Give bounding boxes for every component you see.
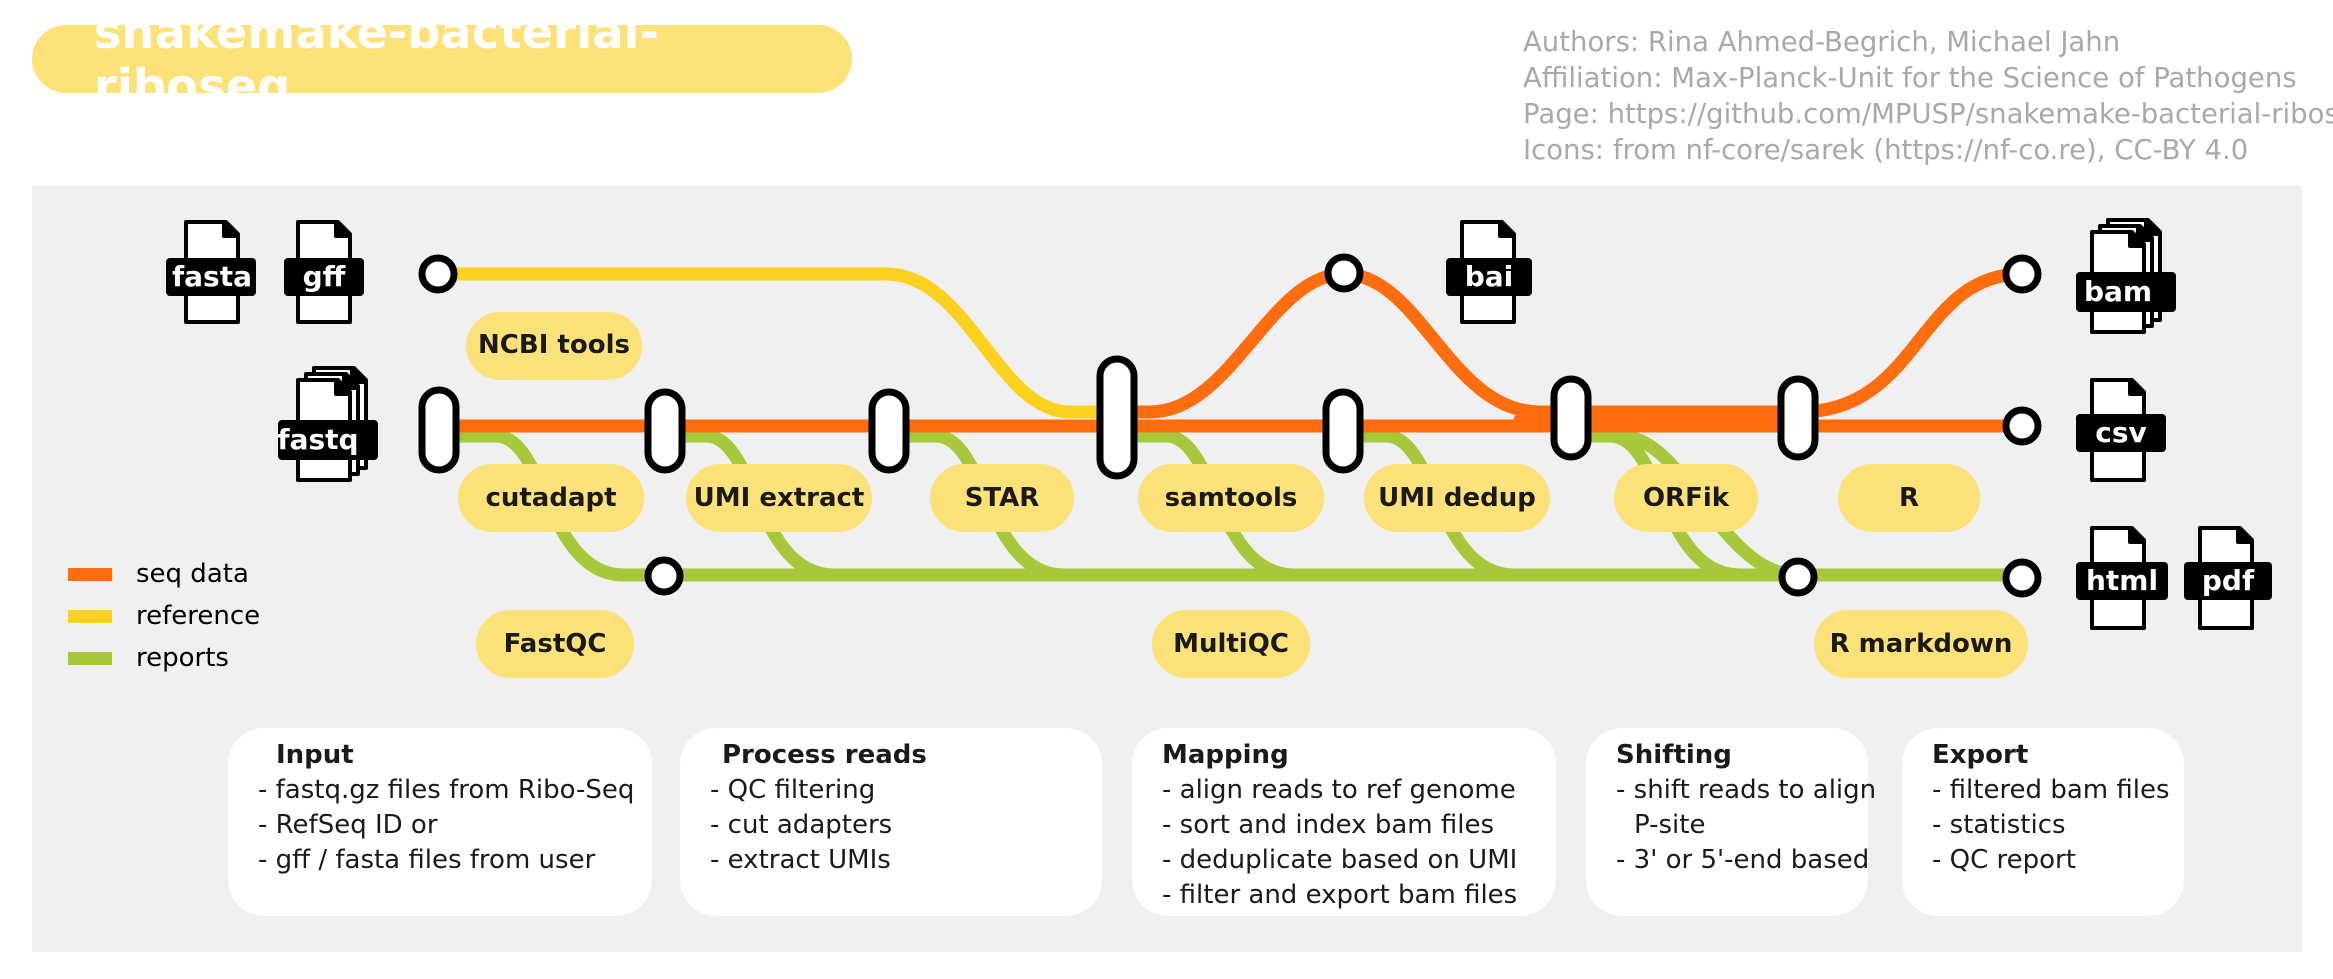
tool-fastqc: FastQC — [476, 610, 634, 678]
stage-process-reads-line: - extract UMIs — [710, 845, 891, 875]
legend-swatch-reports — [68, 651, 112, 665]
html-file-icon: html — [2076, 526, 2168, 630]
stage-process-reads-title: Process reads — [722, 740, 927, 770]
stage-export-line: - QC report — [1932, 845, 2076, 875]
credits-page: Page: https://github.com/MPUSP/snakemake… — [1523, 98, 2333, 130]
legend-item-reports: reports — [68, 637, 260, 679]
credits-affiliation: Affiliation: Max-Planck-Unit for the Sci… — [1523, 62, 2297, 94]
csv-file-icon: csv — [2076, 378, 2166, 482]
tool-umi-extract-label: UMI extract — [694, 483, 865, 513]
gff-label: gff — [303, 260, 346, 293]
stage-shifting-line: - shift reads to align — [1616, 775, 1877, 805]
stage-mapping-line: - sort and index bam files — [1162, 810, 1494, 840]
legend: seq data reference reports — [68, 553, 260, 679]
stage-shifting-line: - 3' or 5'-end based — [1616, 845, 1870, 875]
stage-process-reads-line: - cut adapters — [710, 810, 893, 840]
tool-star: STAR — [930, 464, 1074, 532]
tool-orfik-label: ORFik — [1643, 483, 1730, 513]
fasta-file-icon: fasta — [166, 220, 256, 324]
bai-file-icon: bai — [1446, 220, 1532, 324]
file-icons: fasta gff fastq bai bam — [166, 218, 2272, 630]
fasta-label: fasta — [172, 260, 252, 293]
tool-cutadapt: cutadapt — [458, 464, 644, 532]
credits-authors: Authors: Rina Ahmed-Begrich, Michael Jah… — [1523, 26, 2121, 58]
stage-mapping-line: - deduplicate based on UMI — [1162, 845, 1518, 875]
stage-export-line: - statistics — [1932, 810, 2066, 840]
legend-item-seq-data: seq data — [68, 553, 260, 595]
csv-label: csv — [2095, 416, 2147, 449]
tool-cutadapt-label: cutadapt — [485, 483, 616, 513]
tool-r-label: R — [1899, 483, 1919, 513]
tool-umi-dedup: UMI dedup — [1364, 464, 1550, 532]
html-label: html — [2086, 564, 2158, 597]
stage-process-reads-box: Process reads - QC filtering - cut adapt… — [680, 728, 1102, 916]
legend-swatch-seq-data — [68, 567, 112, 581]
fastq-label: fastq — [277, 423, 358, 456]
tool-r: R — [1838, 464, 1980, 532]
stage-export-title: Export — [1932, 740, 2029, 770]
stage-mapping-box: Mapping - align reads to ref genome - so… — [1132, 728, 1556, 916]
legend-label-reports: reports — [136, 643, 229, 673]
tool-umi-extract: UMI extract — [686, 464, 872, 532]
legend-item-reference: reference — [68, 595, 260, 637]
stage-shifting-title: Shifting — [1616, 740, 1732, 770]
stage-input-box: Input - fastq.gz files from Ribo-Seq - R… — [228, 728, 652, 916]
stage-input-title: Input — [276, 740, 354, 770]
fastq-file-icon: fastq — [277, 366, 378, 482]
tool-samtools: samtools — [1138, 464, 1324, 532]
bam-label: bam — [2084, 275, 2152, 308]
tool-pills: NCBI tools cutadapt UMI extract STAR sam… — [458, 312, 2028, 678]
credits-icons: Icons: from nf-core/sarek (https://nf-co… — [1523, 134, 2249, 166]
gff-file-icon: gff — [284, 220, 364, 324]
title-banner: snakemake-bacterial-riboseq — [32, 5, 852, 113]
stage-export-line: - filtered bam files — [1932, 775, 2170, 805]
bam-file-icon: bam — [2076, 218, 2176, 334]
legend-label-reference: reference — [136, 601, 261, 631]
tool-multiqc-label: MultiQC — [1173, 629, 1289, 659]
stage-mapping-line: - filter and export bam files — [1162, 880, 1518, 910]
stage-input-line: - RefSeq ID or — [258, 810, 438, 840]
stage-input-line: - fastq.gz files from Ribo-Seq — [258, 775, 635, 805]
tool-orfik: ORFik — [1614, 464, 1758, 532]
stage-mapping-title: Mapping — [1162, 740, 1289, 770]
pdf-label: pdf — [2202, 564, 2255, 597]
bai-label: bai — [1465, 260, 1514, 293]
stage-shifting-line: P-site — [1634, 810, 1706, 840]
stage-export-box: Export - filtered bam files - statistics… — [1902, 728, 2184, 916]
tool-samtools-label: samtools — [1165, 483, 1298, 513]
tool-fastqc-label: FastQC — [504, 629, 607, 659]
pdf-file-icon: pdf — [2184, 526, 2272, 630]
page-title: snakemake-bacterial-riboseq — [94, 5, 660, 113]
tool-ncbi-tools-label: NCBI tools — [478, 330, 630, 360]
stations — [418, 253, 2042, 598]
legend-swatch-reference — [68, 609, 112, 623]
tool-r-markdown-label: R markdown — [1830, 629, 2013, 659]
tool-star-label: STAR — [965, 483, 1040, 513]
stage-process-reads-line: - QC filtering — [710, 775, 876, 805]
stage-input-line: - gff / fasta files from user — [258, 845, 596, 875]
tool-ncbi-tools: NCBI tools — [466, 312, 642, 380]
stage-mapping-line: - align reads to ref genome — [1162, 775, 1516, 805]
reference-line — [431, 267, 1123, 419]
legend-label-seq-data: seq data — [136, 559, 249, 589]
stage-shifting-box: Shifting - shift reads to align P-site -… — [1586, 728, 1877, 916]
tool-r-markdown: R markdown — [1814, 610, 2028, 678]
credits-block: Authors: Rina Ahmed-Begrich, Michael Jah… — [1523, 24, 2333, 168]
tool-multiqc: MultiQC — [1152, 610, 1310, 678]
tool-umi-dedup-label: UMI dedup — [1378, 483, 1536, 513]
